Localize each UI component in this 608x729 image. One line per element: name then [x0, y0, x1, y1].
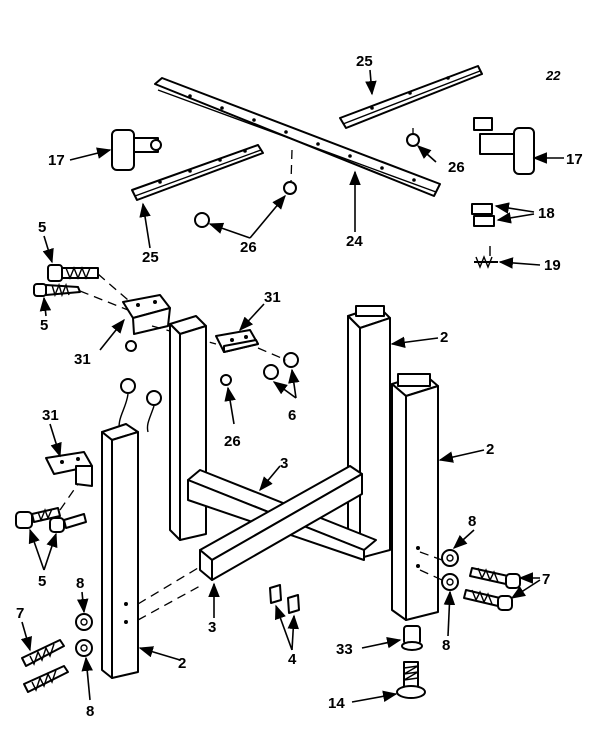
- callout-14: 14: [328, 695, 345, 712]
- callout-4: 4: [288, 651, 297, 668]
- callout-26-lower: 26: [224, 433, 241, 450]
- callout-8-left-upper: 8: [76, 575, 84, 592]
- part-31-bracket-lower-left: [45, 451, 93, 487]
- part-8-washers-left: [75, 613, 93, 657]
- callout-3-upper: 3: [280, 455, 288, 472]
- part-2-leg-rear-left: [169, 315, 207, 541]
- part-26-nut-left: [194, 212, 210, 228]
- callout-8-right-lower: 8: [442, 637, 450, 654]
- part-31-bracket-upper-right: [215, 329, 259, 353]
- part-31-bracket-upper-left: [122, 294, 171, 352]
- callout-8-right-upper: 8: [468, 513, 476, 530]
- part-4-clips: [269, 584, 300, 614]
- part-2-leg-front-right: [391, 373, 439, 621]
- part-17-left-hinge: [111, 129, 162, 171]
- part-2-leg-rear-right: [347, 305, 391, 559]
- callout-5-upper: 5: [38, 219, 46, 236]
- part-19-screw: [474, 246, 498, 269]
- part-18-clips: [471, 203, 495, 227]
- part-33-insert: [401, 625, 423, 651]
- part-25-left-rail: [131, 144, 264, 201]
- callout-6: 6: [288, 407, 296, 424]
- callout-33: 33: [336, 641, 353, 658]
- part-7-screws-left: [21, 639, 69, 693]
- callout-26-right: 26: [448, 159, 465, 176]
- part-17-right-hinge: [473, 117, 535, 175]
- callout-25-right: 25: [356, 53, 373, 70]
- part-5-bolt-upper: [47, 264, 99, 282]
- callout-17-right: 17: [566, 151, 583, 168]
- part-8-washers-right: [441, 549, 459, 591]
- callout-31-upper-right: 31: [264, 289, 281, 306]
- part-3-cross-brace: [187, 465, 377, 581]
- part-2-leg-front-left: [101, 423, 139, 679]
- leader-lines: [20, 69, 564, 703]
- part-6-nuts: [220, 352, 299, 386]
- part-24-long-rail: [154, 77, 441, 197]
- callout-2-front-right: 2: [486, 441, 494, 458]
- callout-labels: 17 17 25 25 26 26 24 18 19 5 5 31 31 6 2…: [16, 53, 583, 720]
- callout-5-lower: 5: [38, 573, 46, 590]
- callout-25-left: 25: [142, 249, 159, 266]
- part-25-right-rail: [339, 65, 483, 129]
- callout-7-right: 7: [542, 571, 550, 588]
- callout-17-left: 17: [48, 152, 65, 169]
- part-14-leveler: [396, 661, 426, 699]
- callout-2-front-left: 2: [178, 655, 186, 672]
- callout-31-lower-left: 31: [42, 407, 59, 424]
- callout-7-left: 7: [16, 605, 24, 622]
- callout-31-upper-left: 31: [74, 351, 91, 368]
- callout-8-left-lower: 8: [86, 703, 94, 720]
- corner-mark: 22: [545, 68, 561, 83]
- callout-19: 19: [544, 257, 561, 274]
- callout-24: 24: [346, 233, 363, 250]
- part-5-bolts-lower-left: [15, 507, 87, 533]
- callout-5-middle: 5: [40, 317, 48, 334]
- part-26-nut-right: [406, 133, 420, 147]
- callout-2-rear: 2: [440, 329, 448, 346]
- part-5-bolt-lower: [33, 282, 81, 298]
- part-26-nut-center: [283, 181, 297, 195]
- part-7-screws-right: [463, 567, 521, 611]
- callout-18: 18: [538, 205, 555, 222]
- callout-26-center: 26: [240, 239, 257, 256]
- callout-3-lower: 3: [208, 619, 216, 636]
